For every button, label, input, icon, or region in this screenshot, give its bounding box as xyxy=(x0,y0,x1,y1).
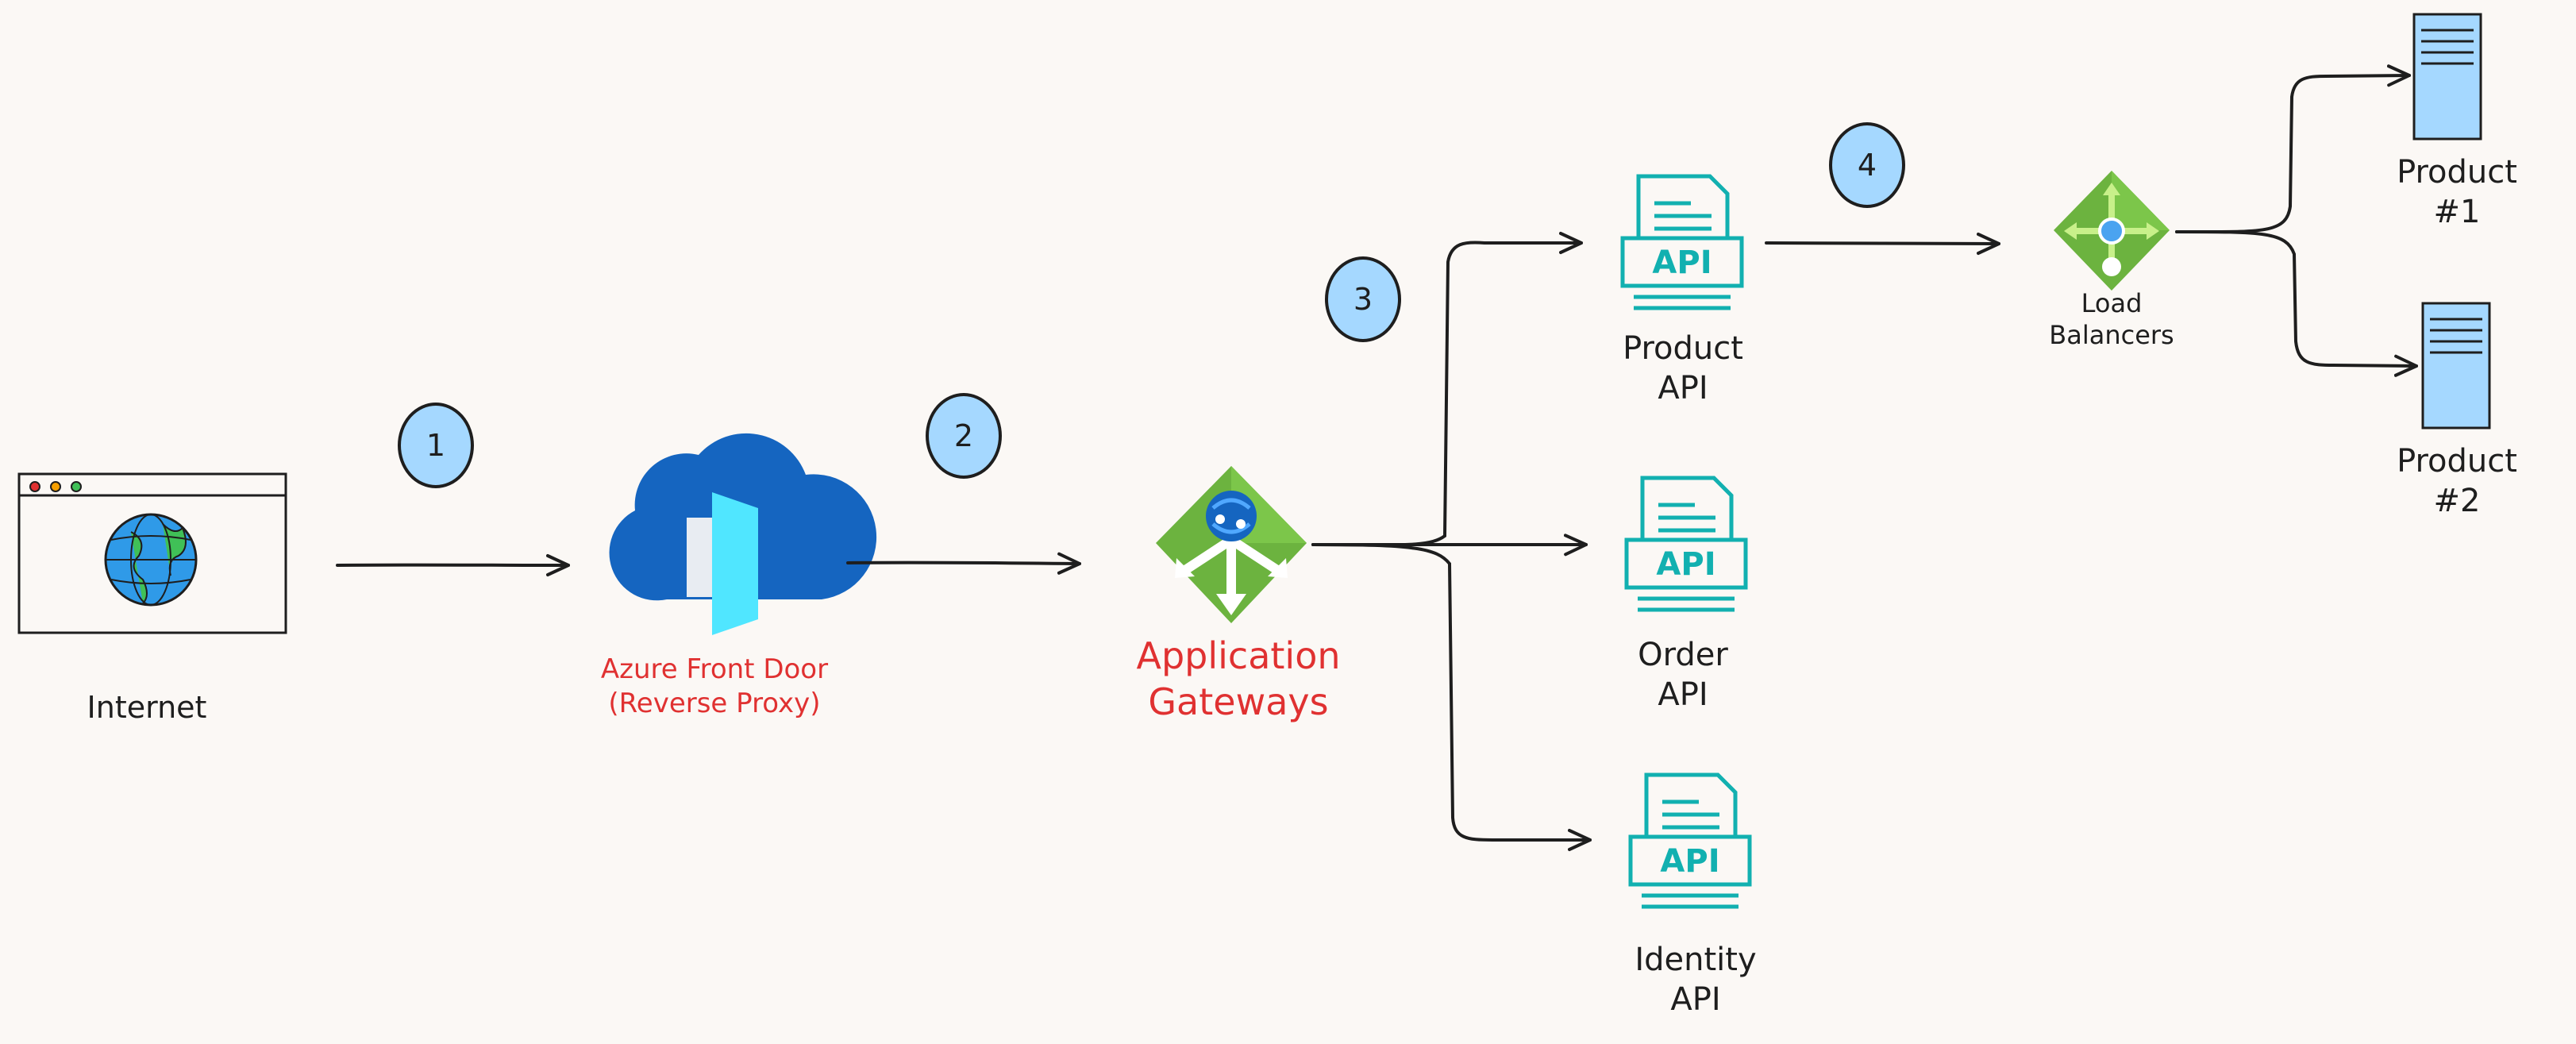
load-balancer-label: Load Balancers xyxy=(2016,287,2207,351)
step-number: 3 xyxy=(1353,282,1373,317)
product-api-label-line2: API xyxy=(1658,370,1708,406)
product2-label-line1: Product xyxy=(2397,443,2517,480)
app-gateway-label-line2: Gateways xyxy=(1148,680,1329,723)
product1-label-line1: Product xyxy=(2397,154,2517,191)
load-balancer-label-line1: Load xyxy=(2081,288,2143,318)
arrow-product-api-to-loadbalancer xyxy=(1765,232,2000,255)
identity-api-icon: API xyxy=(1628,772,1752,909)
step-badge-3: 3 xyxy=(1325,256,1401,342)
gateway-branch-arrows xyxy=(1311,232,1592,851)
azure-front-door-icon xyxy=(609,433,877,635)
step-badge-2: 2 xyxy=(926,393,1002,479)
product-api-icon-text: API xyxy=(1652,245,1712,281)
identity-api-label-line1: Identity xyxy=(1635,942,1757,978)
front-door-label-line2: (Reverse Proxy) xyxy=(608,687,821,719)
globe-icon xyxy=(104,513,198,607)
step-number: 2 xyxy=(954,418,973,453)
product1-label-line2: #1 xyxy=(2433,194,2481,230)
identity-api-icon-text: API xyxy=(1660,843,1719,880)
identity-api-label: Identity API xyxy=(1569,940,1823,1019)
product-api-icon: API xyxy=(1620,174,1744,310)
internet-browser-icon xyxy=(17,472,287,634)
loadbalancer-branch-arrows xyxy=(2175,64,2418,377)
application-gateway-icon xyxy=(1156,466,1307,623)
order-api-label-line2: API xyxy=(1658,676,1708,713)
load-balancer-icon xyxy=(2054,171,2170,291)
load-balancer-label-line2: Balancers xyxy=(2049,320,2174,350)
front-door-label: Azure Front Door (Reverse Proxy) xyxy=(556,653,873,720)
front-door-label-line1: Azure Front Door xyxy=(600,653,829,685)
order-api-icon: API xyxy=(1624,476,1748,612)
app-gateway-label: Application Gateways xyxy=(1095,634,1381,725)
product1-server-icon xyxy=(2412,13,2482,141)
step-badge-4: 4 xyxy=(1829,122,1905,208)
internet-label: Internet xyxy=(87,690,207,725)
product2-label-line2: #2 xyxy=(2433,483,2481,519)
product2-server-icon xyxy=(2421,302,2491,430)
product-api-label-line1: Product xyxy=(1623,330,1743,367)
order-api-icon-text: API xyxy=(1656,546,1715,583)
identity-api-label-line2: API xyxy=(1670,981,1721,1018)
step-number: 4 xyxy=(1858,148,1877,183)
arrow-frontdoor-to-gateway xyxy=(846,552,1081,575)
step-number: 1 xyxy=(426,428,445,463)
app-gateway-label-line1: Application xyxy=(1136,634,1341,677)
order-api-label: Order API xyxy=(1556,635,1810,715)
order-api-label-line1: Order xyxy=(1638,637,1728,673)
product2-label: Product #2 xyxy=(2342,441,2572,521)
product-api-label: Product API xyxy=(1556,329,1810,408)
product1-label: Product #1 xyxy=(2342,152,2572,232)
step-badge-1: 1 xyxy=(398,403,474,488)
